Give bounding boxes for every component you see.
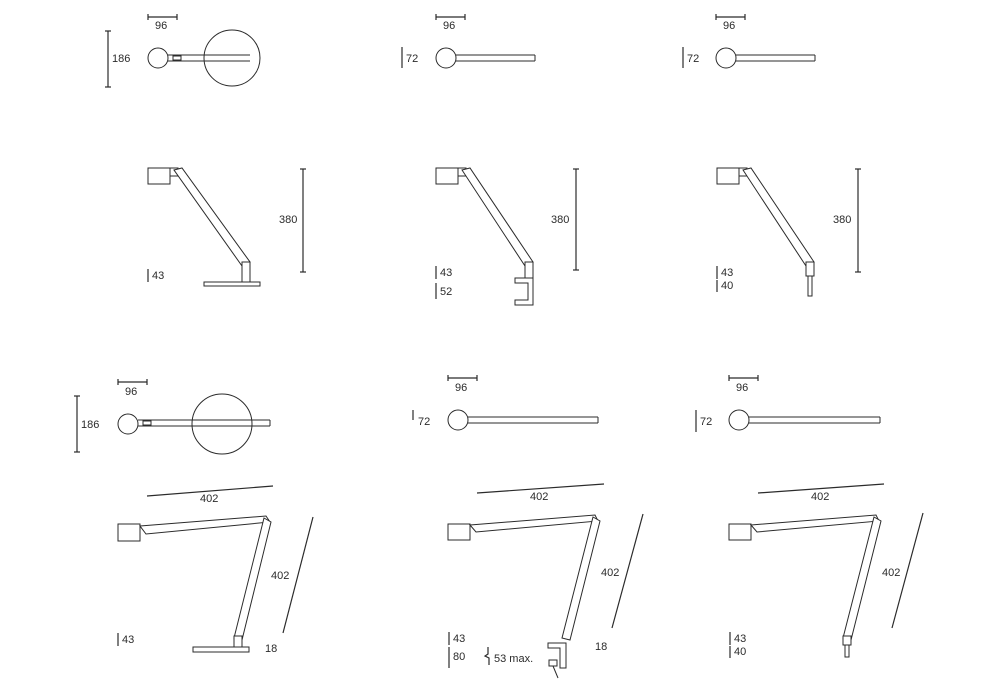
side-view-pin-lamp: 380 43 40 <box>716 167 861 297</box>
dim-head-height: 43 <box>440 267 452 279</box>
dim-joint: 18 <box>265 643 277 655</box>
dim-lower-arm: 402 <box>271 570 289 582</box>
dim-joint: 18 <box>595 641 607 653</box>
side-view-base-lamp: 380 43 <box>147 167 306 287</box>
side-view-clamp-lamp: 380 43 52 <box>435 167 579 306</box>
dim-head-height: 43 <box>152 270 164 282</box>
dim-height: 186 <box>112 53 130 65</box>
dim-lower-arm: 402 <box>882 567 900 579</box>
dim-upper-arm: 402 <box>530 491 548 503</box>
dim-pin-height: 40 <box>734 646 746 658</box>
dim-height: 72 <box>687 53 699 65</box>
side-view-pin-lamp-long: 402 402 43 40 <box>728 483 924 658</box>
dim-head-width: 96 <box>155 20 167 32</box>
dim-head-height: 43 <box>721 267 733 279</box>
dim-head-width: 96 <box>723 20 735 32</box>
dim-height: 72 <box>418 416 430 428</box>
top-view-pin-lamp-long: 96 72 <box>695 375 881 432</box>
top-view-base-lamp-long: 96 186 <box>74 379 271 455</box>
top-view-clamp-lamp-long: 96 72 <box>412 375 599 431</box>
dim-head-width: 96 <box>125 386 137 398</box>
dim-upper-arm: 402 <box>811 491 829 503</box>
dim-head-width: 96 <box>455 382 467 394</box>
dim-height: 186 <box>81 419 99 431</box>
dim-clamp-height: 80 <box>453 651 465 663</box>
dim-clamp-max-opening: 53 max. <box>494 653 533 665</box>
dim-head-height: 43 <box>122 634 134 646</box>
dim-upper-arm: 402 <box>200 493 218 505</box>
side-view-base-lamp-long: 402 402 18 43 <box>117 485 314 655</box>
dim-total-height: 380 <box>833 214 851 226</box>
dim-total-height: 380 <box>279 214 297 226</box>
dim-clamp-height: 52 <box>440 286 452 298</box>
dim-total-height: 380 <box>551 214 569 226</box>
dim-head-width: 96 <box>443 20 455 32</box>
top-view-clamp-lamp: 96 72 <box>401 14 536 69</box>
dim-head-height: 43 <box>734 633 746 645</box>
top-view-pin-lamp: 96 72 <box>682 14 816 69</box>
dim-height: 72 <box>406 53 418 65</box>
dim-lower-arm: 402 <box>601 567 619 579</box>
dim-pin-height: 40 <box>721 280 733 292</box>
side-view-clamp-lamp-long: 402 402 18 43 80 53 max. <box>447 483 644 679</box>
dim-height: 72 <box>700 416 712 428</box>
dim-head-width: 96 <box>736 382 748 394</box>
dim-head-height: 43 <box>453 633 465 645</box>
top-view-base-lamp: 96 186 <box>105 14 261 88</box>
